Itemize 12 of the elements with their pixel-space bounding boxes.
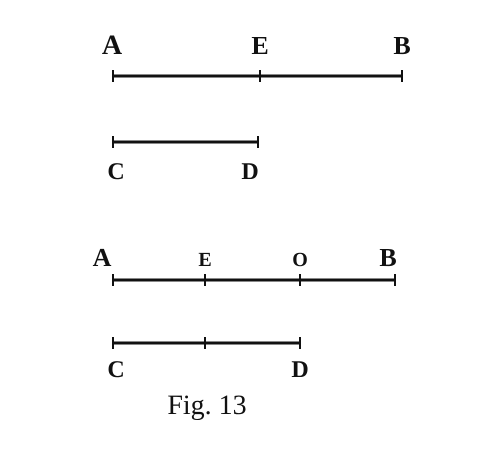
figure-caption: Fig. 13 xyxy=(167,392,247,420)
point-label: D xyxy=(291,358,309,382)
point-label: A xyxy=(102,32,122,60)
point-label: B xyxy=(379,245,397,271)
point-label: O xyxy=(292,250,308,270)
point-label: C xyxy=(107,358,125,382)
point-label: A xyxy=(92,245,112,271)
point-label: B xyxy=(393,33,411,59)
point-label: C xyxy=(107,160,125,184)
point-label: E xyxy=(198,250,212,270)
point-label: D xyxy=(241,160,259,184)
point-label: E xyxy=(251,33,269,59)
